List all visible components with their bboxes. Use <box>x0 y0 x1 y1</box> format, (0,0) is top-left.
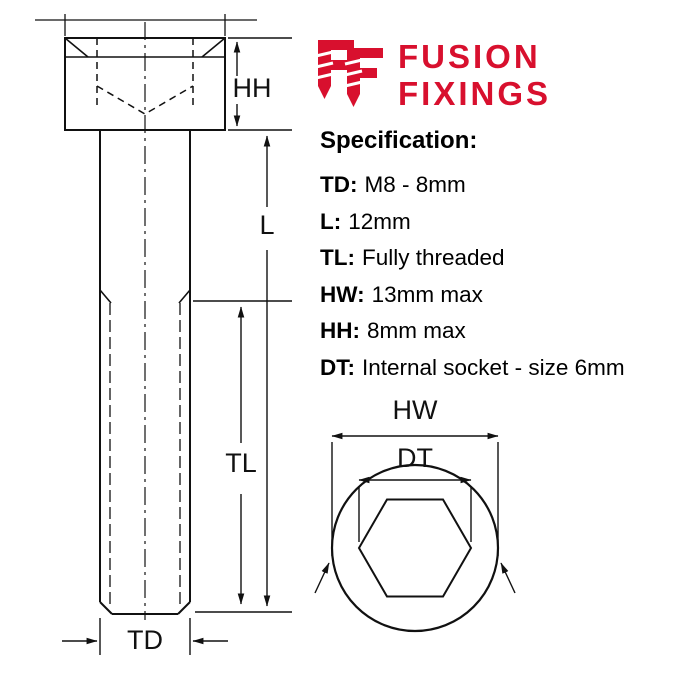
logo-word-fusion: FUSION <box>398 38 541 75</box>
head-width-reference-line <box>35 14 257 36</box>
spec-row-l: L:12mm <box>320 204 692 241</box>
spec-label-tl: TL: <box>320 245 355 270</box>
dimension-lines <box>62 37 292 655</box>
spec-label-hw: HW: <box>320 281 365 307</box>
dim-label-hw: HW <box>393 395 438 425</box>
spec-row-td: TD:M8 - 8mm <box>320 167 692 204</box>
spec-value-tl: Fully threaded <box>361 245 505 270</box>
spec-value-l: 12mm <box>348 208 411 234</box>
dim-label-td: TD <box>127 625 163 655</box>
spec-row-hw: HW:13mm max <box>320 277 692 314</box>
ff-screw-logo-icon <box>315 40 383 107</box>
spec-value-td: M8 - 8mm <box>364 172 466 197</box>
spec-value-dt: Internal socket - size 6mm <box>362 354 625 380</box>
spec-label-l: L: <box>320 208 342 234</box>
hex-socket-outline <box>357 498 473 598</box>
dim-label-l: L <box>259 210 274 240</box>
specification-panel: Specification: TD:M8 - 8mm L:12mm TL:Ful… <box>320 127 692 386</box>
specification-heading: Specification: <box>320 127 478 154</box>
logo-word-fixings: FIXINGS <box>398 75 552 112</box>
spec-label-hh: HH: <box>320 318 360 343</box>
fusion-fixings-logo: FUSION FIXINGS <box>312 36 551 112</box>
dim-label-tl: TL <box>225 448 257 478</box>
spec-row-dt: DT: Internal socket - size 6mm <box>320 350 692 387</box>
spec-value-hh: 8mm max <box>367 318 466 343</box>
dim-label-dt: DT <box>397 443 433 473</box>
spec-label-td: TD: <box>320 172 358 197</box>
spec-value-hw: 13mm max <box>371 281 483 307</box>
hidden-socket-lines <box>96 38 194 115</box>
logo-wordmark: FUSION FIXINGS <box>398 36 551 112</box>
shank-outline <box>99 130 191 300</box>
spec-row-hh: HH: 8mm max <box>320 313 692 350</box>
screw-top-view <box>314 432 516 633</box>
spec-label-dt: DT: <box>320 354 355 380</box>
thread-outline <box>99 300 191 602</box>
dim-label-hh: HH <box>233 73 272 103</box>
spec-row-tl: TL:Fully threaded <box>320 240 692 277</box>
head-circle-outline <box>330 463 500 633</box>
